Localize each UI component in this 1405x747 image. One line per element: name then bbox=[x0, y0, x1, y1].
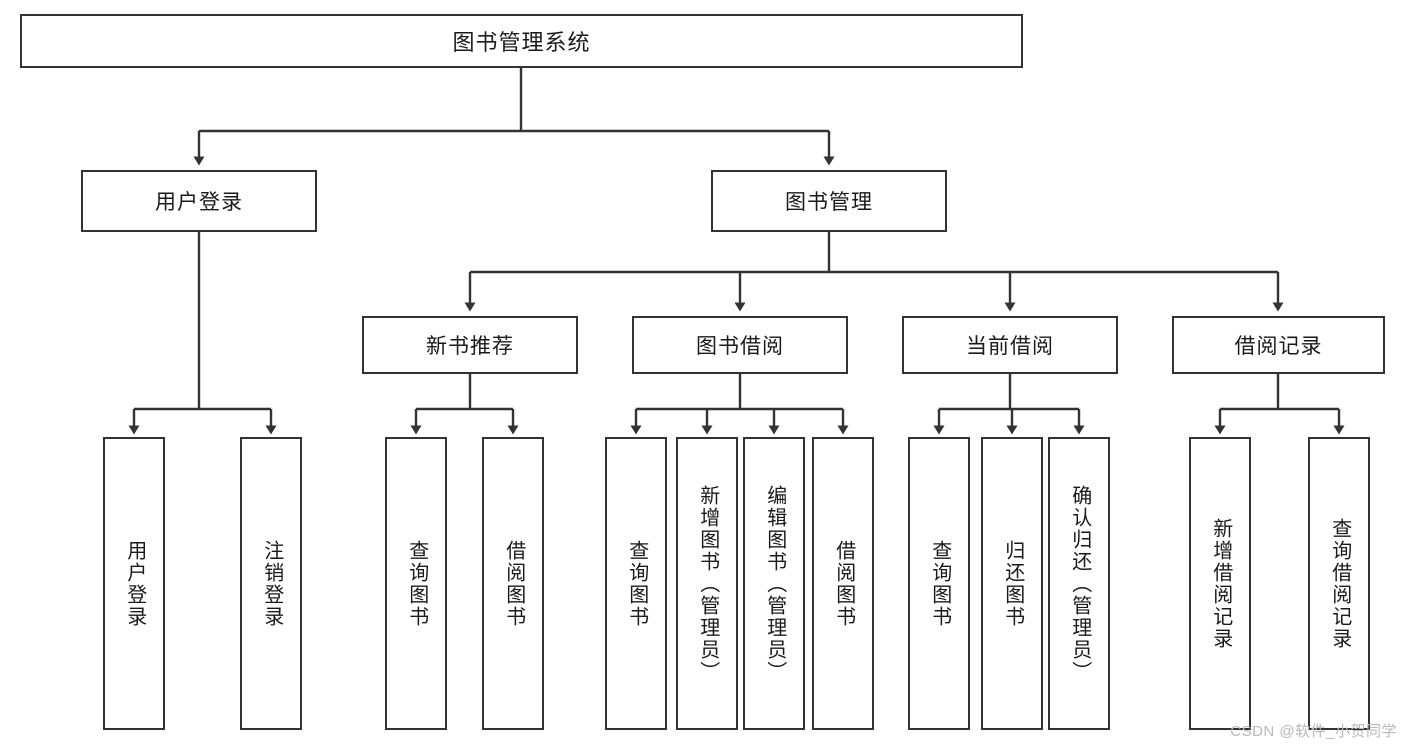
node-book-borrow-label: 图书借阅 bbox=[696, 335, 784, 358]
leaf-return-book[interactable]: 归还图书 bbox=[981, 437, 1043, 730]
leaf-borrow-book[interactable]: 借阅图书 bbox=[812, 437, 874, 730]
node-book-management[interactable]: 图书管理 bbox=[711, 170, 947, 232]
node-book-borrow[interactable]: 图书借阅 bbox=[632, 316, 848, 374]
node-root-label: 图书管理系统 bbox=[452, 30, 591, 55]
leaf-label: 借阅图书 bbox=[502, 539, 525, 628]
leaf-label: 归还图书 bbox=[1001, 539, 1024, 628]
leaf-add-borrow-record[interactable]: 新增借阅记录 bbox=[1189, 437, 1251, 730]
node-user-login-label: 用户登录 bbox=[155, 191, 243, 214]
leaf-label: 新增借阅记录 bbox=[1209, 517, 1232, 650]
node-book-management-label: 图书管理 bbox=[785, 191, 873, 214]
leaf-label: 注销登录 bbox=[260, 539, 283, 628]
node-new-book-recommend[interactable]: 新书推荐 bbox=[362, 316, 578, 374]
leaf-edit-book-admin[interactable]: 编辑图书（管理员） bbox=[743, 437, 805, 730]
leaf-confirm-return-admin[interactable]: 确认归还（管理员） bbox=[1048, 437, 1110, 730]
leaf-query-book-recommend[interactable]: 查询图书 bbox=[385, 437, 447, 730]
leaf-label: 查询图书 bbox=[928, 539, 951, 628]
node-current-borrow[interactable]: 当前借阅 bbox=[902, 316, 1118, 374]
leaf-query-book-borrow[interactable]: 查询图书 bbox=[605, 437, 667, 730]
leaf-label: 查询借阅记录 bbox=[1328, 517, 1351, 650]
leaf-label: 编辑图书（管理员） bbox=[763, 484, 786, 683]
node-borrow-record-label: 借阅记录 bbox=[1234, 335, 1323, 358]
node-borrow-record[interactable]: 借阅记录 bbox=[1172, 316, 1385, 374]
leaf-label: 确认归还（管理员） bbox=[1068, 484, 1091, 683]
leaf-user-login[interactable]: 用户登录 bbox=[103, 437, 165, 730]
leaf-label: 查询图书 bbox=[625, 539, 648, 628]
node-user-login[interactable]: 用户登录 bbox=[81, 170, 317, 232]
leaf-label: 用户登录 bbox=[123, 539, 146, 628]
node-new-book-recommend-label: 新书推荐 bbox=[426, 335, 514, 358]
leaf-query-book-current[interactable]: 查询图书 bbox=[908, 437, 970, 730]
leaf-label: 新增图书（管理员） bbox=[696, 484, 719, 683]
leaf-label: 查询图书 bbox=[405, 539, 428, 628]
leaf-borrow-book-recommend[interactable]: 借阅图书 bbox=[482, 437, 544, 730]
node-root[interactable]: 图书管理系统 bbox=[20, 14, 1023, 68]
leaf-logout[interactable]: 注销登录 bbox=[240, 437, 302, 730]
node-current-borrow-label: 当前借阅 bbox=[966, 335, 1054, 358]
leaf-add-book-admin[interactable]: 新增图书（管理员） bbox=[676, 437, 738, 730]
leaf-query-borrow-record[interactable]: 查询借阅记录 bbox=[1308, 437, 1370, 730]
leaf-label: 借阅图书 bbox=[832, 539, 855, 628]
watermark: CSDN @软件_小贺同学 bbox=[1230, 723, 1397, 740]
